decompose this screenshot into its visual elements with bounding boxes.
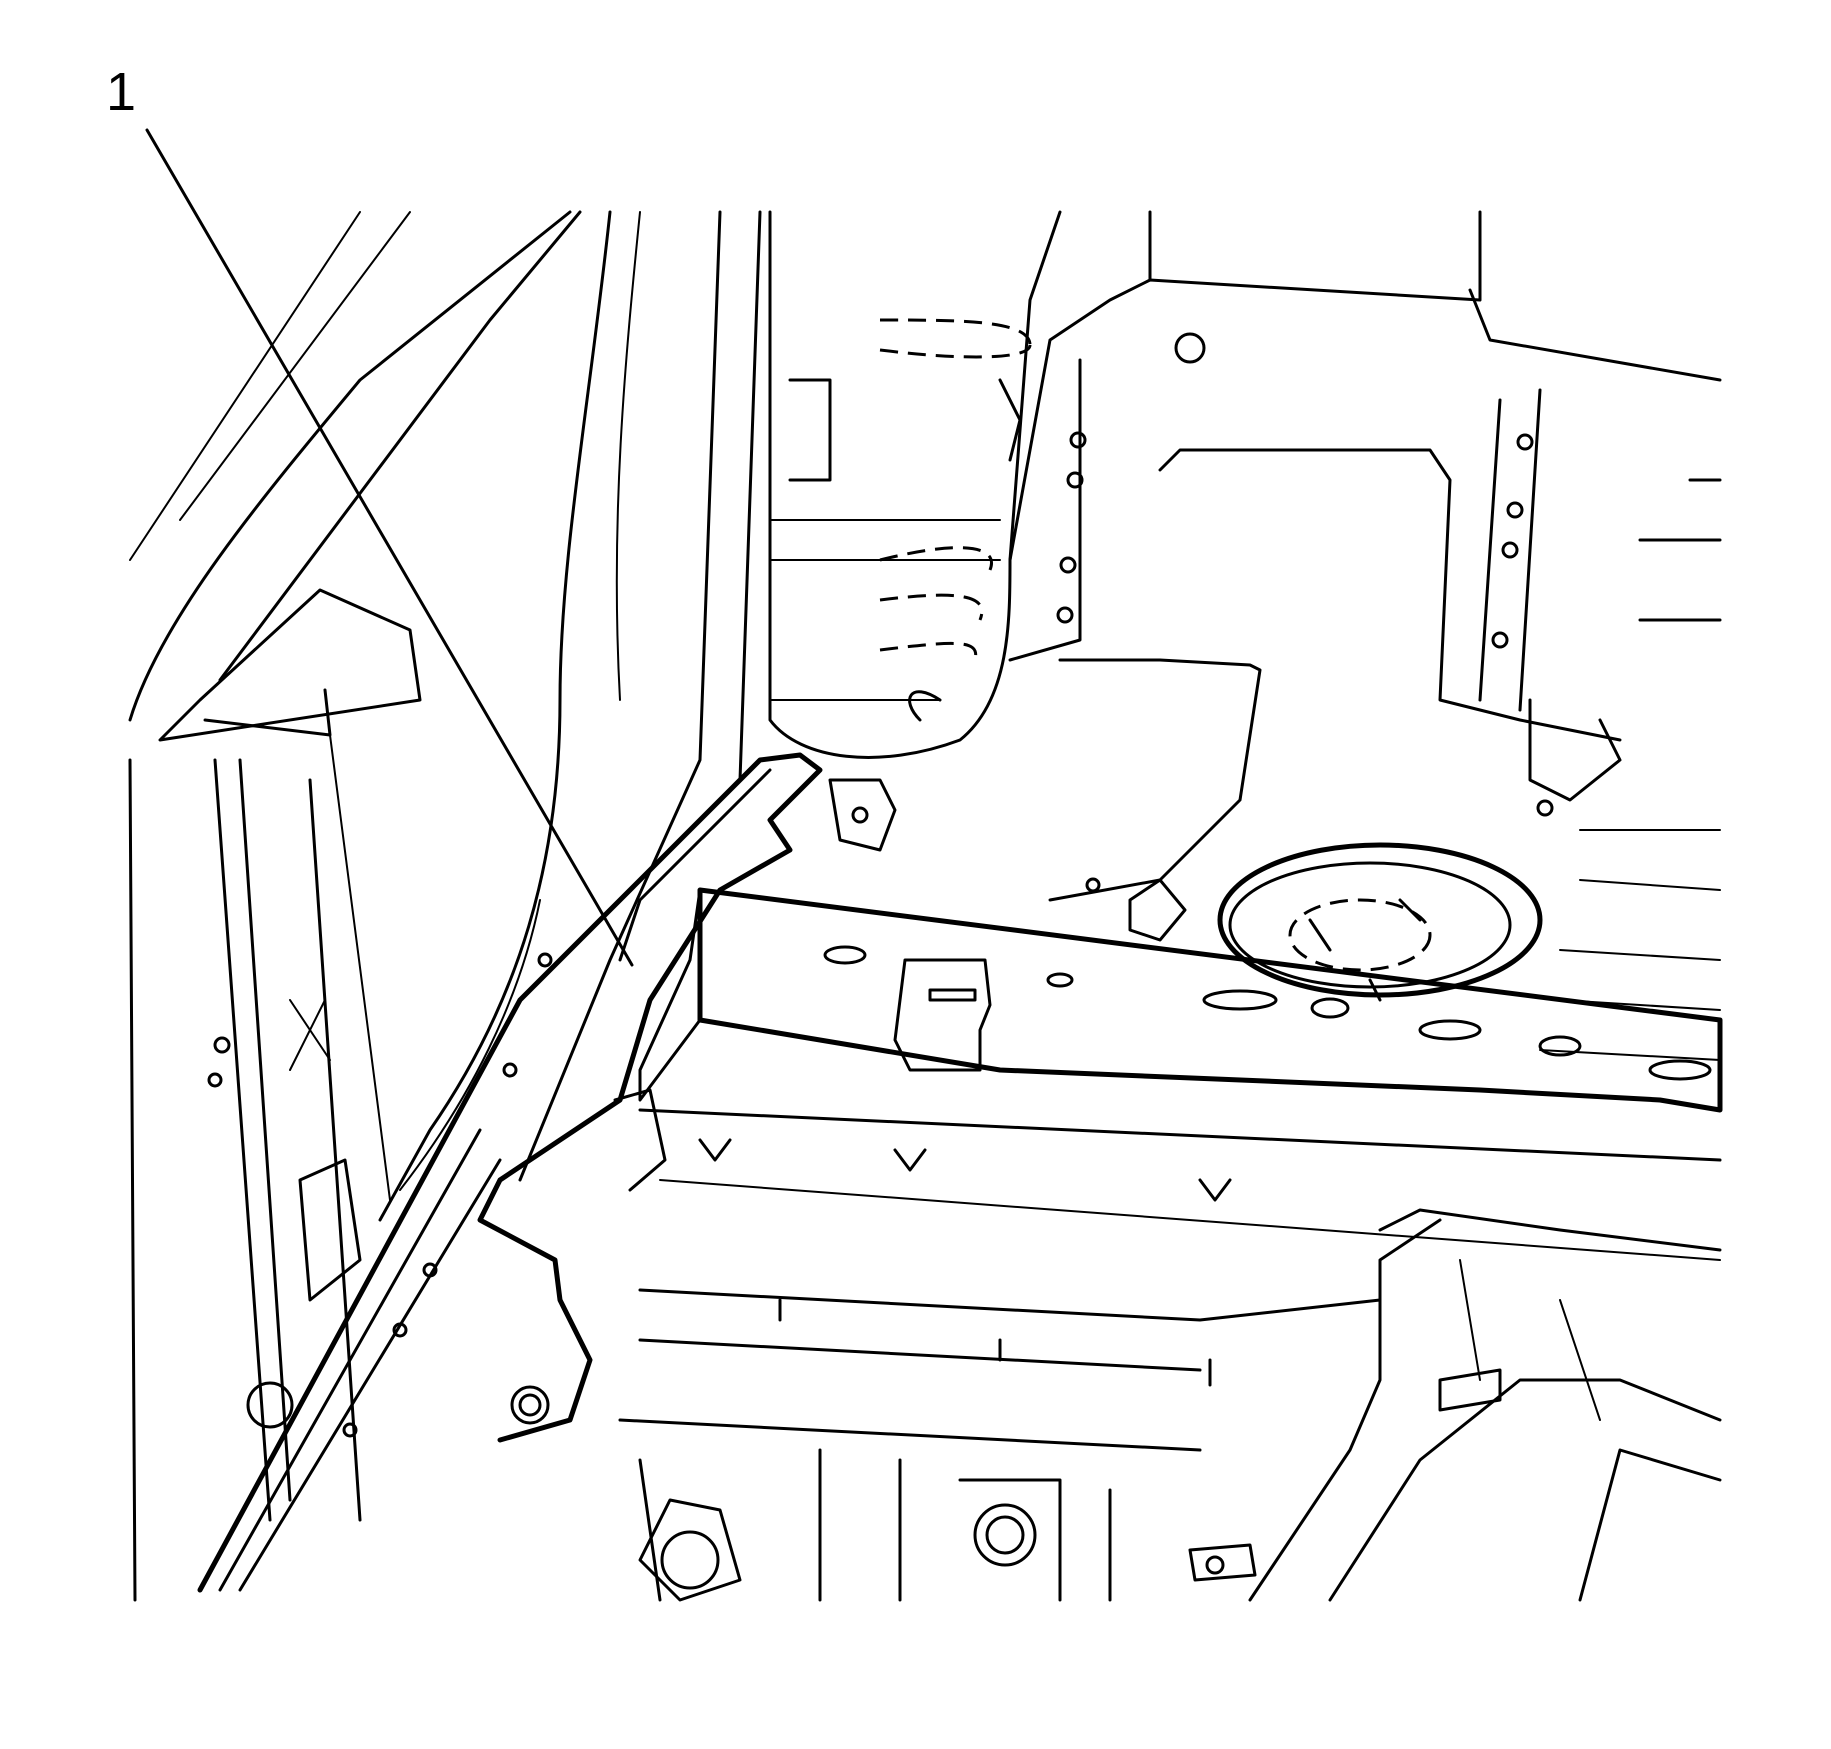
- rear-cross-member: [638, 887, 1723, 1387]
- rear-wheelhouse-panel: [768, 210, 1062, 852]
- rocker-sill-panel: [197, 752, 823, 1593]
- callout-label-1: 1: [106, 62, 136, 122]
- rear-floor-panel: [998, 210, 1722, 1061]
- door-opening: [378, 210, 762, 1222]
- left-body-pillar: [128, 210, 582, 1602]
- lower-floor-pan: [618, 1208, 1722, 1602]
